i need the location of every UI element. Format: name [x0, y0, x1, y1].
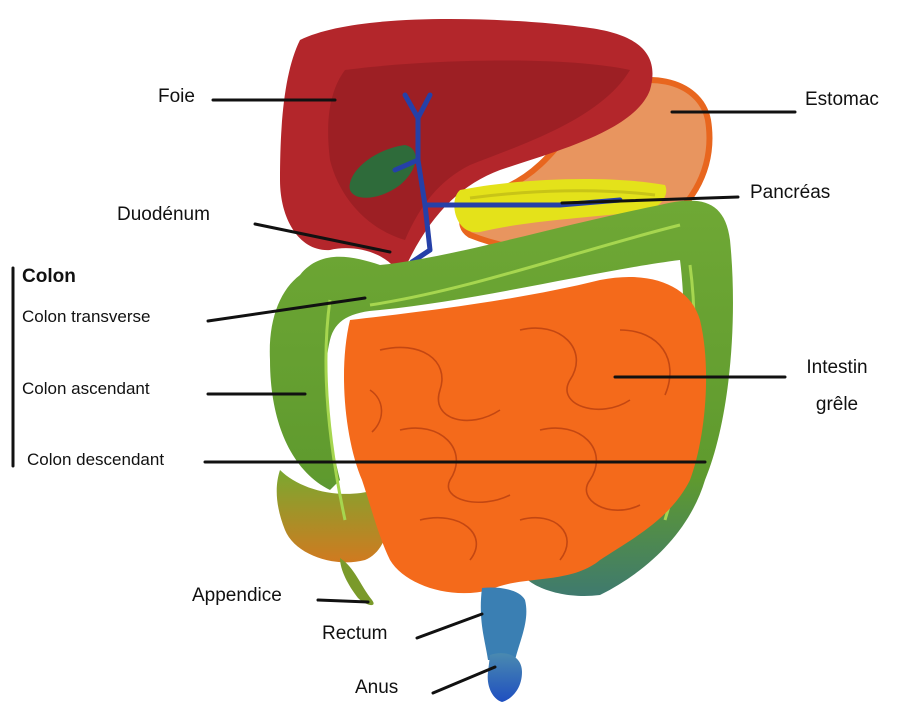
leader-line-rectum — [417, 614, 482, 638]
label-foie: Foie — [158, 86, 195, 108]
label-colon-descendant: Colon descendant — [27, 449, 164, 471]
label-appendice: Appendice — [192, 585, 282, 607]
label-intestin-grele-line2: grêle — [796, 394, 878, 416]
label-anus: Anus — [355, 677, 398, 699]
appendix — [340, 558, 374, 605]
leader-line-appendice — [318, 600, 368, 602]
rectum — [481, 588, 527, 661]
label-colon-transverse: Colon transverse — [22, 306, 151, 328]
label-duodenum: Duodénum — [117, 204, 210, 226]
label-intestin-grele-line1: Intestin — [796, 357, 878, 379]
anus — [488, 653, 522, 702]
label-rectum: Rectum — [322, 623, 387, 645]
leader-line-anus — [433, 667, 495, 693]
label-pancreas: Pancréas — [750, 182, 830, 204]
label-estomac: Estomac — [805, 89, 879, 111]
label-colon-ascendant: Colon ascendant — [22, 378, 150, 400]
label-colon-group: Colon — [22, 266, 76, 288]
